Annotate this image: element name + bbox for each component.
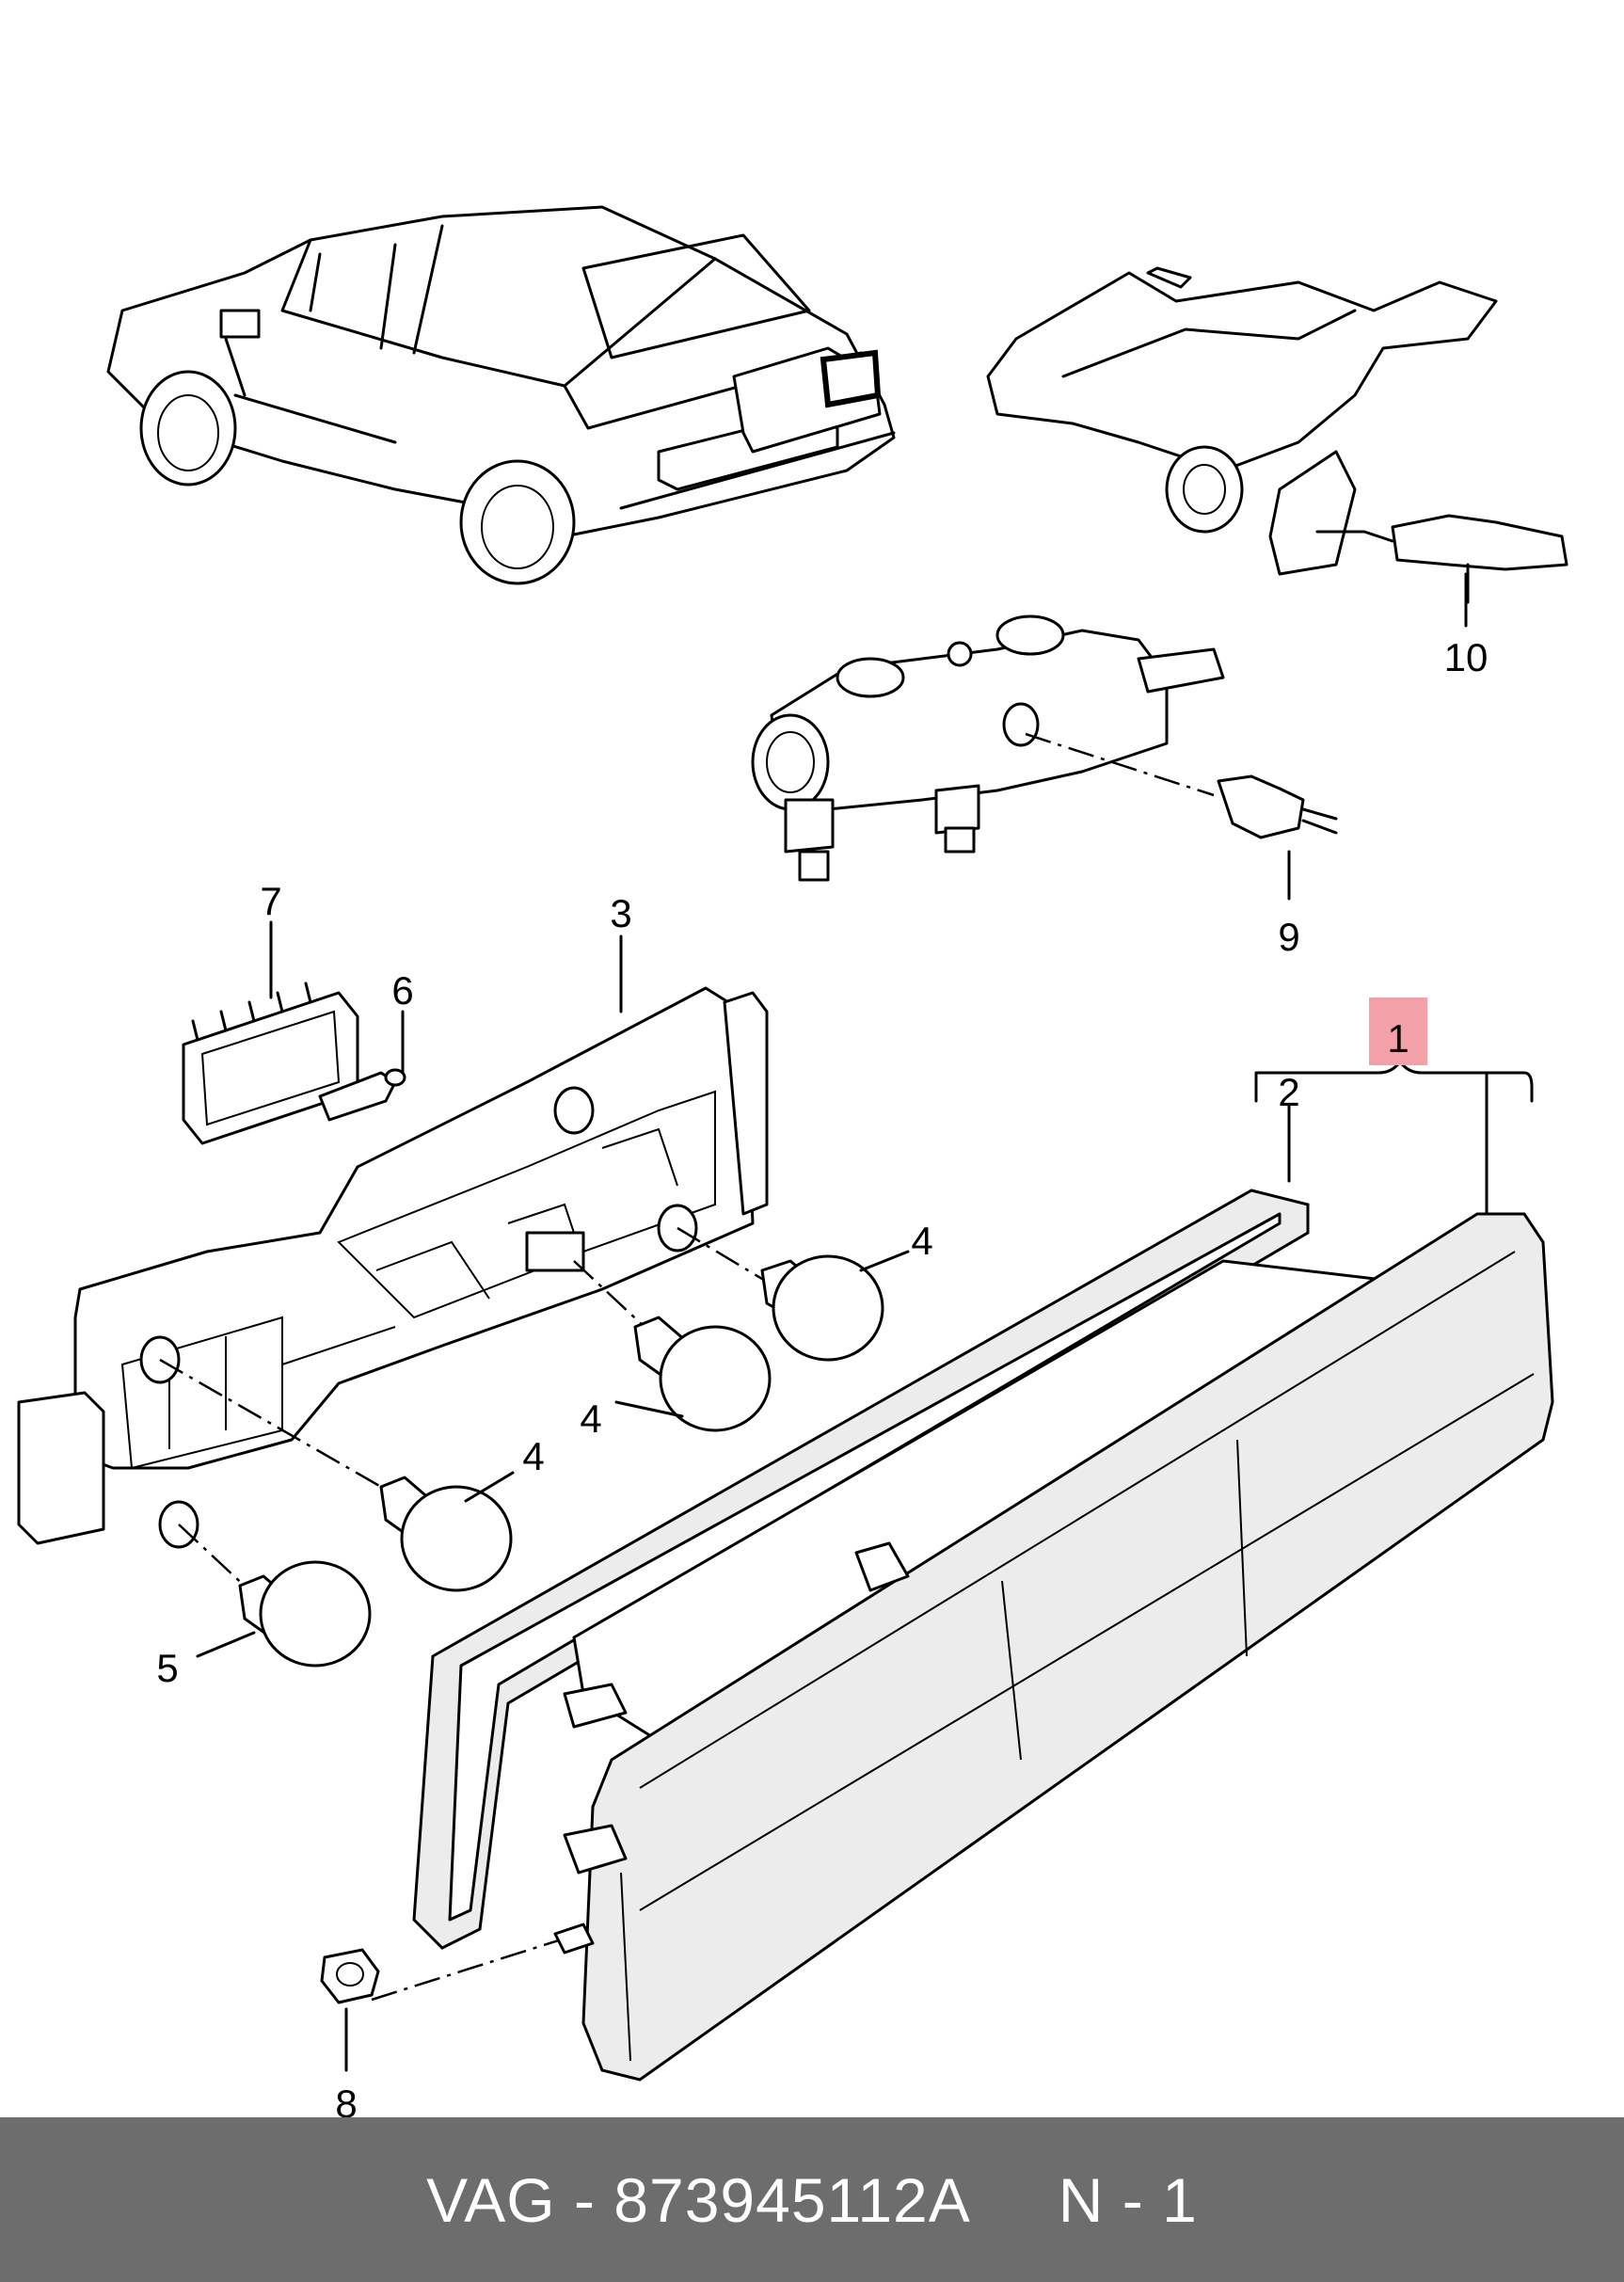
label-10: 10 xyxy=(1444,635,1489,679)
label-6: 6 xyxy=(391,968,413,1013)
parts-diagram: 10 9 7 6 xyxy=(17,205,1568,2117)
tail-light-assembly-illustration xyxy=(412,1189,1554,2082)
footer-bar: VAG - 873945112A N - 1 xyxy=(0,2117,1624,2282)
label-9: 9 xyxy=(1278,915,1299,959)
centerline-4b xyxy=(573,1260,645,1328)
bulb-4b-illustration xyxy=(633,1316,772,1432)
bulb-6-illustration xyxy=(318,1068,406,1122)
centerline-4c xyxy=(159,1358,382,1489)
master-cylinder-illustration xyxy=(751,614,1225,882)
leader-line-4b xyxy=(614,1400,684,1418)
label-4-upper: 4 xyxy=(911,1219,932,1263)
label-2: 2 xyxy=(1278,1070,1299,1114)
brake-light-switch-illustration xyxy=(1217,774,1338,839)
bulb-4a-illustration xyxy=(760,1254,884,1362)
bulb-4c-illustration xyxy=(379,1476,513,1592)
highlight-box-1 xyxy=(1369,997,1427,1065)
bulb-5-illustration xyxy=(238,1560,372,1668)
label-8: 8 xyxy=(335,2082,357,2117)
label-5: 5 xyxy=(156,1646,178,1690)
leader-line-5 xyxy=(196,1631,256,1658)
centerline-9 xyxy=(1025,732,1215,797)
label-3: 3 xyxy=(610,891,631,935)
label-4-middle: 4 xyxy=(580,1396,601,1441)
bracket-1 xyxy=(1254,1060,1534,1103)
nut-8-illustration xyxy=(320,1923,595,2004)
pedal-bracket-illustration xyxy=(986,266,1568,604)
label-4-lower: 4 xyxy=(522,1434,544,1478)
leader-line-4c xyxy=(464,1471,515,1503)
part-number-caption: VAG - 873945112A N - 1 xyxy=(426,2164,1198,2235)
label-1: 1 xyxy=(1387,1016,1409,1061)
leader-line-4a xyxy=(859,1250,910,1272)
car-illustration xyxy=(106,205,896,585)
centerline-5 xyxy=(178,1524,250,1591)
centerline-8 xyxy=(371,1937,565,2002)
label-7: 7 xyxy=(260,879,281,923)
centerline-4a xyxy=(677,1226,772,1286)
